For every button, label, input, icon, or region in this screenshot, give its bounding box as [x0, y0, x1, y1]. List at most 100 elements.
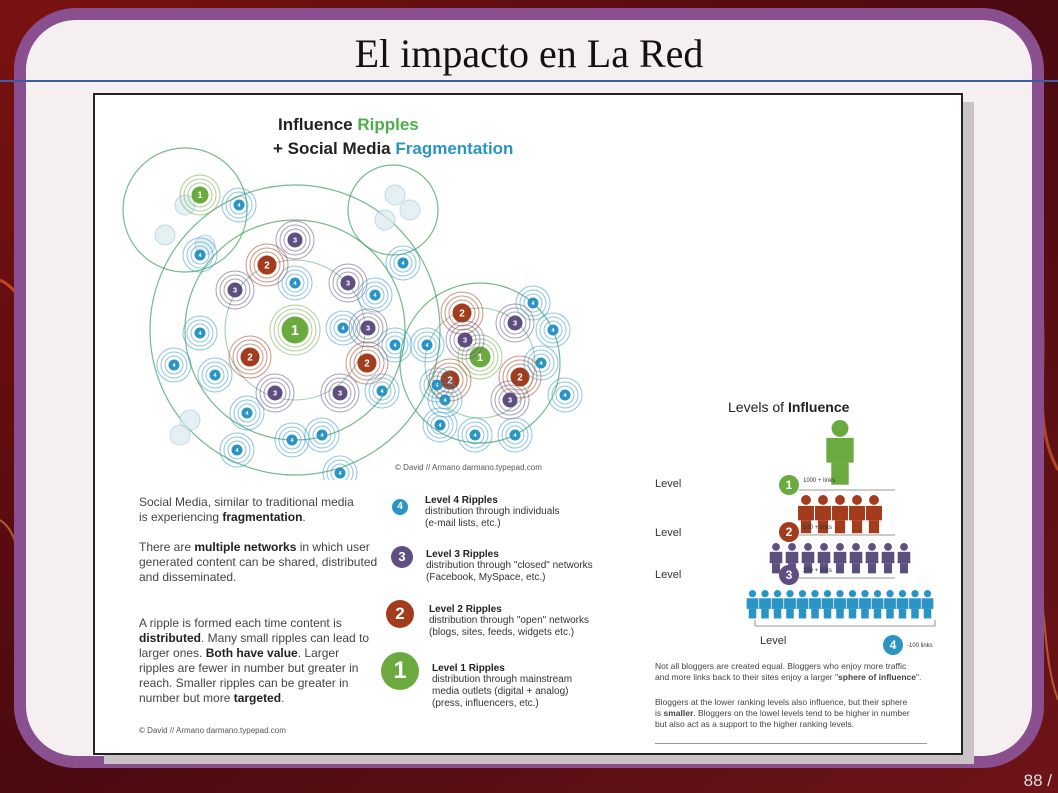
credit-top: © David // Armano darmano.typepad.com — [395, 463, 542, 472]
ripple-ring — [223, 278, 247, 302]
ripple-ring — [219, 432, 255, 468]
person-icon — [833, 543, 847, 574]
ripple-node-label: 4 — [443, 398, 447, 404]
ripple-node-3 — [332, 385, 348, 401]
level-badge-number: 1 — [786, 478, 793, 492]
person-icon — [846, 590, 859, 619]
ripple-ring — [494, 384, 526, 416]
infographic-title-line2: + Social Media Fragmentation — [273, 139, 513, 159]
ripple-ring — [444, 295, 480, 331]
ripple-node-4 — [434, 419, 446, 431]
ripple-ring — [186, 319, 214, 347]
ripple-node-4 — [209, 369, 221, 381]
ripple-node-label: 4 — [198, 253, 202, 259]
ripple-node-4 — [376, 385, 388, 397]
ripple-node-label: 4 — [235, 448, 239, 454]
ripple-node-label: 4 — [293, 281, 297, 287]
ripple-node-4 — [439, 394, 451, 406]
ripple-node-label: 4 — [290, 438, 294, 444]
person-icon — [796, 590, 809, 619]
ripple-ring — [495, 303, 535, 343]
ripple-node-1 — [469, 346, 491, 368]
person-icon — [865, 543, 879, 574]
ripple-node-label: 3 — [463, 336, 467, 345]
ripple-ring — [503, 311, 527, 335]
ripple-ring — [282, 430, 302, 450]
ripple-ring — [336, 271, 360, 295]
ripple-ring — [304, 417, 340, 453]
level-badge — [779, 565, 799, 585]
ripple-ring — [322, 455, 358, 480]
ripple-ring — [229, 195, 249, 215]
legend-badge-1: 1 — [381, 652, 419, 690]
person-icon — [821, 590, 834, 619]
levels-note-2: Bloggers at the lower ranking levels als… — [655, 697, 910, 729]
ripple-ring — [325, 310, 361, 346]
ripple-node-3 — [502, 392, 518, 408]
level-label-3: Level — [655, 569, 682, 581]
ripple-ring — [255, 373, 295, 413]
ripple-ring — [539, 316, 567, 344]
ripple-ring — [465, 425, 485, 445]
ripple-node-label: 4 — [539, 361, 543, 367]
ripple-ring — [448, 299, 476, 327]
ripple-ring — [523, 345, 559, 381]
ripple-ring — [505, 425, 525, 445]
levels-note-1: Not all bloggers are created equal. Blog… — [655, 661, 922, 682]
ripple-ring — [409, 327, 445, 363]
ripple-node-label: 4 — [401, 261, 405, 267]
ripple-node-label: 4 — [320, 433, 324, 439]
credit-bottom: © David // Armano darmano.typepad.com — [139, 726, 286, 735]
ripple-node-label: 3 — [508, 396, 512, 405]
ripple-node-4 — [289, 277, 301, 289]
person-icon — [834, 590, 846, 619]
ripple-ring — [329, 314, 357, 342]
ripple-node-label: 4 — [551, 328, 555, 334]
ripple-ring — [277, 312, 313, 348]
ripple-ring — [182, 237, 218, 273]
ripple-node-4 — [389, 339, 401, 351]
ripple-ring — [249, 247, 285, 283]
ripple-ring — [285, 273, 305, 293]
infographic-title-line1: Influence Ripples — [278, 115, 419, 135]
legend-item-4: Level 4 Ripples distribution through ind… — [425, 495, 560, 529]
ripple-ring — [283, 228, 307, 252]
ripple-ring — [427, 375, 447, 395]
ripple-node-1 — [281, 316, 309, 344]
ripple-ring — [326, 459, 354, 480]
ripple-node-4 — [194, 249, 206, 261]
level-badge-number: 2 — [786, 525, 793, 539]
ripple-node-label: 4 — [425, 343, 429, 349]
ripple-ring — [232, 339, 268, 375]
ripple-node-label: 4 — [438, 423, 442, 429]
ripple-ring — [156, 347, 192, 383]
legend-badge-4: 4 — [392, 499, 408, 515]
ripple-node-label: 3 — [293, 236, 297, 245]
ripple-faded — [154, 224, 176, 246]
person-icon — [859, 590, 871, 619]
ripple-ring — [281, 269, 309, 297]
ripple-node-2 — [452, 303, 472, 323]
ripple-outer-ring — [347, 164, 439, 256]
ripple-node-label: 1 — [198, 190, 203, 200]
ripple-ring — [269, 304, 321, 356]
ripple-ring — [356, 316, 380, 340]
ripple-outer-ring — [149, 184, 441, 476]
ripple-ring — [183, 178, 217, 212]
ripple-node-3 — [507, 315, 523, 331]
ripple-node-3 — [267, 385, 283, 401]
ripple-ring — [279, 224, 311, 256]
ripple-node-label: 4 — [172, 363, 176, 369]
level-links-label: -100 links — [907, 643, 933, 649]
ripple-ring — [531, 353, 551, 373]
ripple-node-4 — [369, 289, 381, 301]
person-icon — [866, 495, 882, 534]
person-icon — [884, 590, 896, 619]
ripple-node-4 — [194, 327, 206, 339]
ripple-ring — [431, 386, 459, 414]
ripple-ring — [461, 421, 489, 449]
ripple-ring — [377, 327, 413, 363]
ripple-ring — [201, 361, 229, 389]
